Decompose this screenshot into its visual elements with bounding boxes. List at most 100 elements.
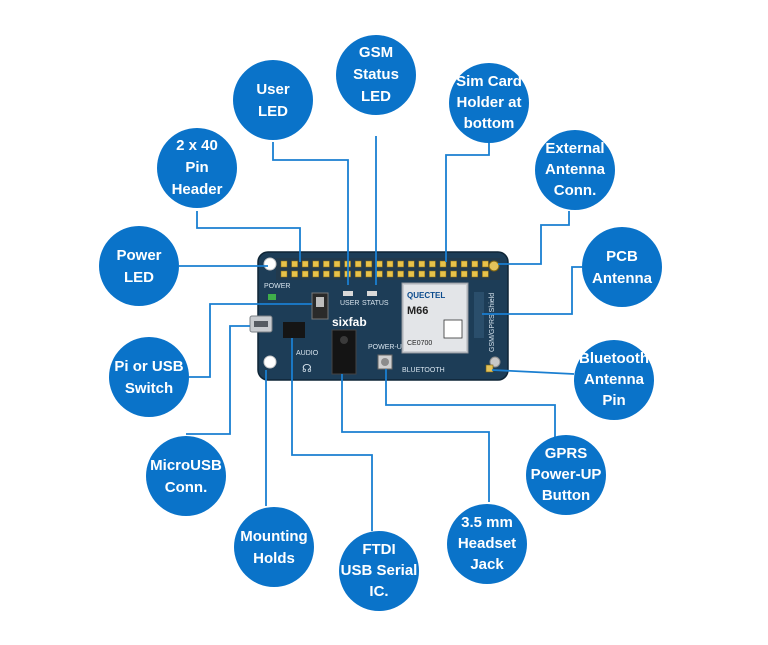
header-pin <box>376 270 383 278</box>
callout-ftdi-ic: FTDI USB Serial IC. <box>339 531 419 611</box>
header-pin <box>301 270 309 278</box>
power-up-button-cap <box>381 358 389 366</box>
leader-microusb <box>186 325 250 435</box>
header-pin <box>291 270 298 278</box>
header-pin <box>301 260 309 268</box>
module-shield-can <box>404 285 466 351</box>
bubble-ftdi-ic <box>339 531 419 611</box>
callout-gprs-powerup: GPRS Power-UP Button <box>526 435 606 515</box>
bubble-pi-usb-switch <box>109 337 189 417</box>
label-mounting-line1: Mounting <box>240 528 307 545</box>
callout-headset-jack: 3.5 mm Headset Jack <box>447 504 527 584</box>
switch-knob <box>316 297 324 307</box>
header-pin <box>323 260 330 268</box>
header-pin <box>365 270 373 278</box>
header-pin <box>407 270 415 278</box>
bubble-gsm-status-led <box>336 35 416 115</box>
label-microusb-line2: Conn. <box>165 479 208 496</box>
label-pin-header-line2: Pin <box>185 159 208 176</box>
header-pin <box>418 270 426 278</box>
label-external-antenna-line1: External <box>545 140 604 157</box>
header-pin <box>280 260 288 268</box>
callout-external-antenna: External Antenna Conn. <box>535 130 615 210</box>
callout-sim-card-holder: Sim Card Holder at bottom <box>449 63 529 143</box>
header-pin <box>354 260 362 268</box>
header-pins <box>280 260 489 278</box>
label-ftdi-line3: IC. <box>369 583 388 600</box>
leader-pcb-antenna <box>482 266 582 315</box>
mounting-hole-top-left <box>263 257 277 271</box>
headset-jack <box>331 329 357 375</box>
header-pin <box>333 270 341 278</box>
callout-pi-usb-switch: Pi or USB Switch <box>109 337 189 417</box>
header-pin <box>471 270 479 278</box>
label-pi-usb-switch-line1: Pi or USB <box>114 358 183 375</box>
label-gsm-status-led-line1: GSM <box>359 44 393 61</box>
bubble-headset-jack <box>447 504 527 584</box>
label-pcb-antenna-line1: PCB <box>606 248 638 265</box>
bubble-sim-card-holder <box>449 63 529 143</box>
label-headset-line2: Headset <box>458 535 516 552</box>
bubble-mounting-holds <box>234 507 314 587</box>
label-sim-card-line2: Holder at <box>456 94 521 111</box>
audio-silk-label: AUDIO <box>296 350 319 357</box>
label-pin-header-line1: 2 x 40 <box>176 137 218 154</box>
header-pin <box>429 260 436 268</box>
label-gprs-line3: Button <box>542 487 590 504</box>
microusb-port <box>254 321 268 327</box>
status-led <box>367 291 377 296</box>
module-qr-code <box>443 319 463 339</box>
headphones-icon: ☊ <box>302 362 312 375</box>
label-gprs-line1: GPRS <box>545 445 588 462</box>
label-user-led-line2: LED <box>258 103 288 120</box>
leader-pin-header <box>196 211 301 262</box>
leader-pi-usb-switch <box>189 303 312 378</box>
header-pin <box>429 270 436 278</box>
label-microusb-line1: MicroUSB <box>150 457 222 474</box>
leader-gprs-powerup <box>385 369 556 445</box>
header-pin <box>439 260 447 268</box>
header-pin <box>460 270 468 278</box>
label-bluetooth-line2: Antenna <box>584 371 645 388</box>
bubble-external-antenna <box>535 130 615 210</box>
gsm-gprs-shield-board: POWER USER STATUS sixfab AUDIO ☊ POWER-U… <box>249 251 509 381</box>
bubble-pin-header <box>157 128 237 208</box>
header-pin <box>386 270 394 278</box>
label-bluetooth-line3: Pin <box>602 392 625 409</box>
label-headset-line1: 3.5 mm <box>461 514 513 531</box>
header-pin <box>333 260 341 268</box>
callout-pin-header: 2 x 40 Pin Header <box>157 128 237 208</box>
header-pin <box>450 260 457 268</box>
header-pin <box>386 260 394 268</box>
powerup-silk-label: POWER-UP <box>368 344 407 351</box>
pcb-antenna-trace <box>474 292 484 338</box>
leader-sim-card-holder <box>445 140 490 262</box>
status-silk-label: STATUS <box>362 300 389 307</box>
header-pin <box>418 260 426 268</box>
label-ftdi-line2: USB Serial <box>341 562 418 579</box>
label-power-led-line1: Power <box>116 247 161 264</box>
header-pin <box>365 260 373 268</box>
label-pin-header-line3: Header <box>172 181 223 198</box>
header-pin <box>407 260 415 268</box>
callout-bluetooth-antenna: Bluetooth Antenna Pin <box>574 340 654 420</box>
label-gprs-line2: Power-UP <box>531 466 602 483</box>
ftdi-ic <box>283 322 305 338</box>
leader-ftdi-ic <box>291 338 373 531</box>
label-external-antenna-line2: Antenna <box>545 161 606 178</box>
header-pin <box>291 260 298 268</box>
label-ftdi-line1: FTDI <box>362 541 395 558</box>
headset-jack-opening <box>340 336 348 344</box>
header-pin <box>397 270 404 278</box>
bubble-power-led <box>99 226 179 306</box>
label-gsm-status-led-line3: LED <box>361 88 391 105</box>
callout-mounting-holds: Mounting Holds <box>234 507 314 587</box>
header-pin <box>312 270 320 278</box>
label-user-led-line1: User <box>256 81 290 98</box>
callout-microusb: MicroUSB Conn. <box>146 436 226 516</box>
module-brand-text: QUECTEL <box>407 291 445 300</box>
label-mounting-line2: Holds <box>253 550 295 567</box>
header-pin <box>397 260 404 268</box>
header-pin <box>482 270 489 278</box>
